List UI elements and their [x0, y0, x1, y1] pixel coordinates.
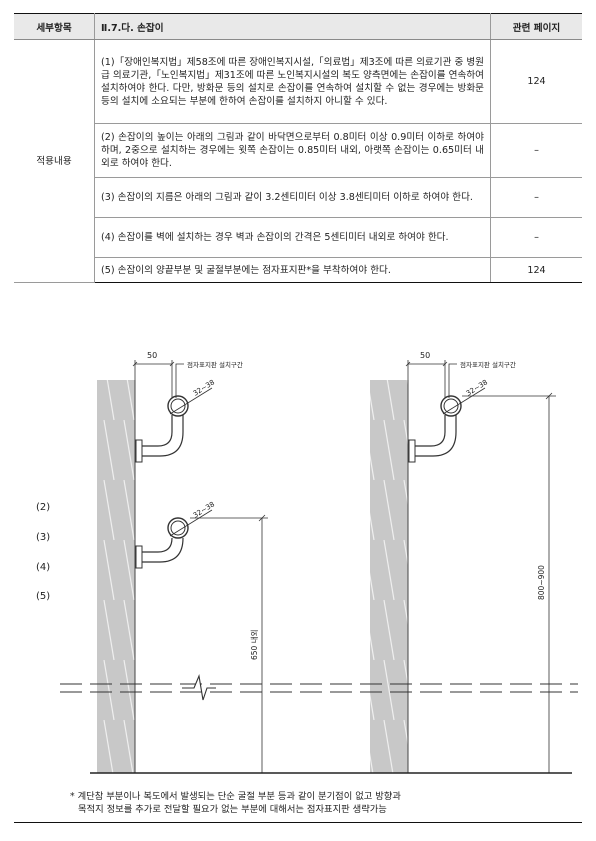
side-label: (4)	[36, 562, 51, 573]
row-page: –	[490, 177, 582, 218]
category-cell: 적용내용	[14, 39, 95, 283]
diameter-label: 32~38	[465, 378, 489, 397]
left-upper-handrail	[135, 395, 189, 463]
diameter-label: 32~38	[192, 500, 216, 519]
header-related-page: 관련 페이지	[490, 13, 582, 40]
row-page: 124	[490, 257, 582, 283]
row-text: (3) 손잡이의 지름은 아래의 그림과 같이 3.2센티미터 이상 3.8센티…	[101, 192, 473, 203]
row-page: 124	[490, 39, 582, 124]
upper-height-label: 800~900	[537, 565, 546, 600]
footnote-line: * 계단참 부분이나 복도에서 발생되는 단순 굴절 부분 등과 같이 분기점이…	[70, 791, 401, 802]
table-row: (2) 손잡이의 높이는 아래의 그림과 같이 바닥면으로부터 0.8미터 이상…	[14, 123, 582, 178]
row-text: (2) 손잡이의 높이는 아래의 그림과 같이 바닥면으로부터 0.8미터 이상…	[101, 132, 484, 169]
footnote: * 계단참 부분이나 복도에서 발생되는 단순 굴절 부분 등과 같이 분기점이…	[70, 790, 550, 816]
side-label: (3)	[36, 532, 51, 543]
gap-dimension-right	[405, 360, 448, 398]
braille-leader	[175, 363, 457, 398]
row-page: –	[490, 123, 582, 178]
row-page: –	[490, 217, 582, 258]
row-text: (4) 손잡이를 벽에 설치하는 경우 벽과 손잡이의 간격은 5센티미터 내외…	[101, 232, 449, 243]
braille-label: 점자표지판 설치구간	[460, 360, 516, 369]
gap-dimension-left	[132, 360, 175, 398]
upper-height-dimension	[462, 392, 556, 773]
footnote-line: 목적지 정보를 추가로 전달할 필요가 없는 부분에 대해서는 점자표지판 생략…	[78, 804, 387, 815]
braille-label: 점자표지판 설치구간	[187, 360, 243, 369]
diameter-label: 32~38	[192, 378, 216, 397]
side-label: (2)	[36, 502, 51, 513]
bottom-divider	[14, 822, 582, 823]
header-section-title: Ⅱ.7.다. 손잡이	[94, 13, 491, 40]
side-label: (5)	[36, 591, 51, 602]
lower-height-label: 650 내외	[249, 630, 259, 661]
table-row: (4) 손잡이를 벽에 설치하는 경우 벽과 손잡이의 간격은 5센티미터 내외…	[14, 217, 582, 258]
spec-table: 세부항목 Ⅱ.7.다. 손잡이 관련 페이지 적용내용 (1)「장애인복지법」제…	[14, 13, 582, 283]
table-row: (5) 손잡이의 양끝부분 및 굴절부분에는 점자표지판*을 부착하여야 한다.…	[14, 257, 582, 283]
right-handrail	[408, 395, 462, 463]
right-wall	[370, 380, 409, 773]
header-category: 세부항목	[14, 13, 95, 40]
table-row: 적용내용 (1)「장애인복지법」제58조에 따른 장애인복지시설,「의료법」제3…	[14, 39, 582, 283]
left-lower-handrail	[135, 517, 189, 569]
table-row: (3) 손잡이의 지름은 아래의 그림과 같이 3.2센티미터 이상 3.8센티…	[14, 177, 582, 218]
row-text: (1)「장애인복지법」제58조에 따른 장애인복지시설,「의료법」제3조에 따른…	[101, 56, 484, 107]
gap-label: 50	[420, 351, 430, 360]
row-text: (5) 손잡이의 양끝부분 및 굴절부분에는 점자표지판*을 부착하여야 한다.	[101, 264, 391, 276]
lower-height-dimension	[190, 514, 268, 773]
left-wall	[97, 380, 136, 773]
break-lines	[60, 674, 578, 701]
table-header-row: 세부항목 Ⅱ.7.다. 손잡이 관련 페이지	[14, 13, 582, 40]
diameter-leader	[169, 387, 486, 537]
gap-label: 50	[147, 351, 157, 360]
